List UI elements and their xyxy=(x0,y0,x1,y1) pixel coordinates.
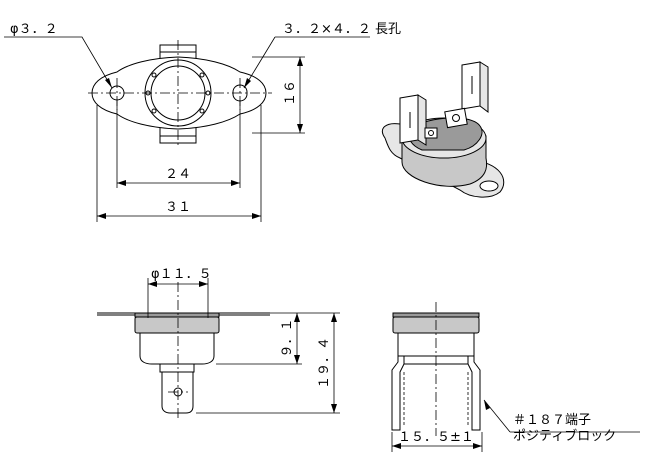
span-15-5-label: １５．５±１ xyxy=(398,430,474,445)
side-view xyxy=(391,302,640,452)
side-bracket-left xyxy=(391,356,405,431)
top-view xyxy=(4,36,370,222)
body-diameter-label: φ１１．５ xyxy=(151,267,212,282)
slot-size-label: ３．２×４．２ 長孔 xyxy=(282,22,401,37)
front-terminal xyxy=(159,363,195,373)
width-31-label: ３１ xyxy=(165,200,191,215)
block-note: ポジティブロック xyxy=(513,428,616,444)
height-16-label: １６ xyxy=(283,80,298,106)
isometric-view xyxy=(381,61,505,198)
iso-terminal-left xyxy=(399,94,419,144)
pitch-24-label: ２４ xyxy=(165,167,191,182)
front-view xyxy=(97,278,340,420)
terminal-note: ＃１８７端子 xyxy=(513,413,591,428)
iso-flange-hole xyxy=(479,180,499,192)
front-body-upper xyxy=(134,316,220,334)
side-bracket-right xyxy=(467,356,481,431)
height-19-4-label: １９．４ xyxy=(317,337,332,389)
front-body-lower xyxy=(139,333,215,365)
iso-terminal-right xyxy=(461,61,481,110)
hole-diameter-label: φ３．２ xyxy=(10,22,58,37)
depth-9-1-label: ９．１ xyxy=(280,318,295,357)
